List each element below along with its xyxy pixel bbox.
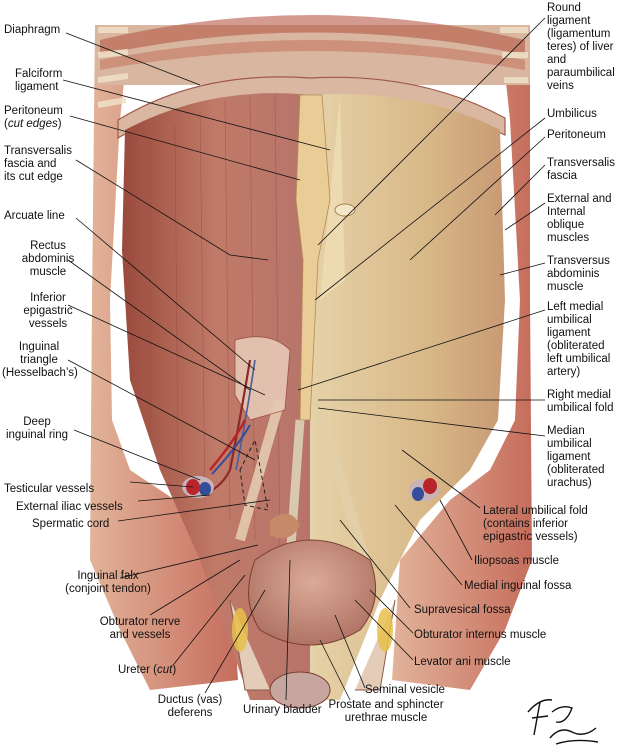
label-iliopsoas: Iliopsoas muscle bbox=[474, 555, 560, 567]
label-deep-inguinal-ring: Deep inguinal ring bbox=[5, 416, 68, 441]
label-ductus-deferens: Ductus (vas) deferens bbox=[157, 694, 223, 719]
falciform-strip bbox=[295, 94, 331, 421]
label-lateral-umbilical-fold: Lateral umbilical fold (contains inferio… bbox=[483, 505, 588, 543]
label-umbilicus: Umbilicus bbox=[547, 108, 597, 120]
body-wall bbox=[90, 15, 532, 690]
label-external-internal-oblique: External and Internal oblique muscles bbox=[547, 193, 612, 244]
label-inguinal-triangle: Inguinal triangle (Hesselbach’s) bbox=[2, 341, 78, 379]
label-testicular-vessels: Testicular vessels bbox=[4, 483, 95, 495]
label-transversus-abdominis: Transversus abdominis muscle bbox=[547, 255, 610, 293]
label-inguinal-falx: Inguinal falx (conjoint tendon) bbox=[65, 570, 151, 595]
label-left-medial-umbilical-ligament: Left medial umbilical ligament (oblitera… bbox=[547, 301, 611, 378]
label-arcuate-line: Arcuate line bbox=[4, 210, 65, 222]
label-peritoneum-cut: Peritoneum (cut edges) bbox=[4, 105, 63, 131]
iliac-vessels-right bbox=[409, 478, 439, 501]
label-supravesical-fossa: Supravesical fossa bbox=[414, 604, 511, 616]
label-rectus-abdominis: Rectus abdominis muscle bbox=[21, 240, 75, 278]
label-right-medial-umbilical-fold: Right medial umbilical fold bbox=[547, 389, 614, 414]
label-transversalis-fascia: Transversalis fascia bbox=[547, 157, 615, 182]
bladder-shape bbox=[248, 539, 377, 646]
label-seminal-vesicle: Seminal vesicle bbox=[365, 684, 445, 696]
label-prostate: Prostate and sphincter urethrae muscle bbox=[328, 699, 444, 724]
label-levator-ani: Levator ani muscle bbox=[414, 656, 511, 668]
label-inferior-epigastric: Inferior epigastric vessels bbox=[23, 292, 73, 330]
medial-fold-left bbox=[313, 398, 370, 562]
iliac-vessels-left bbox=[182, 419, 251, 498]
label-external-iliac: External iliac vessels bbox=[16, 501, 123, 513]
label-peritoneum-cut-c: ) bbox=[57, 118, 62, 130]
label-ureter-a: Ureter ( bbox=[118, 664, 157, 676]
label-peritoneum-right: Peritoneum bbox=[547, 129, 606, 141]
label-spermatic-cord: Spermatic cord bbox=[32, 518, 110, 530]
label-transversalis-cut: Transversalis fascia and its cut edge bbox=[4, 145, 72, 183]
left-muscle-region bbox=[122, 93, 310, 700]
label-ureter-cut: Ureter (cut) bbox=[118, 664, 176, 677]
label-peritoneum-cut-a: Peritoneum ( bbox=[4, 105, 63, 130]
label-obturator-internus: Obturator internus muscle bbox=[414, 629, 547, 641]
label-medial-inguinal-fossa: Medial inguinal fossa bbox=[464, 580, 572, 592]
label-ureter-c: ) bbox=[172, 664, 177, 676]
label-falciform-ligament: Falciform ligament bbox=[15, 68, 63, 93]
signature-artwork bbox=[527, 699, 599, 745]
leader-lines bbox=[62, 17, 546, 701]
label-peritoneum-cut-italic: cut edges bbox=[7, 118, 58, 130]
label-urinary-bladder: Urinary bladder bbox=[243, 704, 322, 716]
label-obturator-nerve: Obturator nerve and vessels bbox=[99, 616, 181, 641]
label-diaphragm: Diaphragm bbox=[4, 24, 61, 36]
label-ureter-italic: cut bbox=[156, 664, 173, 676]
label-round-ligament: Round ligament (ligamentum teres) of liv… bbox=[547, 2, 615, 92]
label-median-umbilical-ligament: Median umbilical ligament (obliterated u… bbox=[547, 425, 605, 489]
